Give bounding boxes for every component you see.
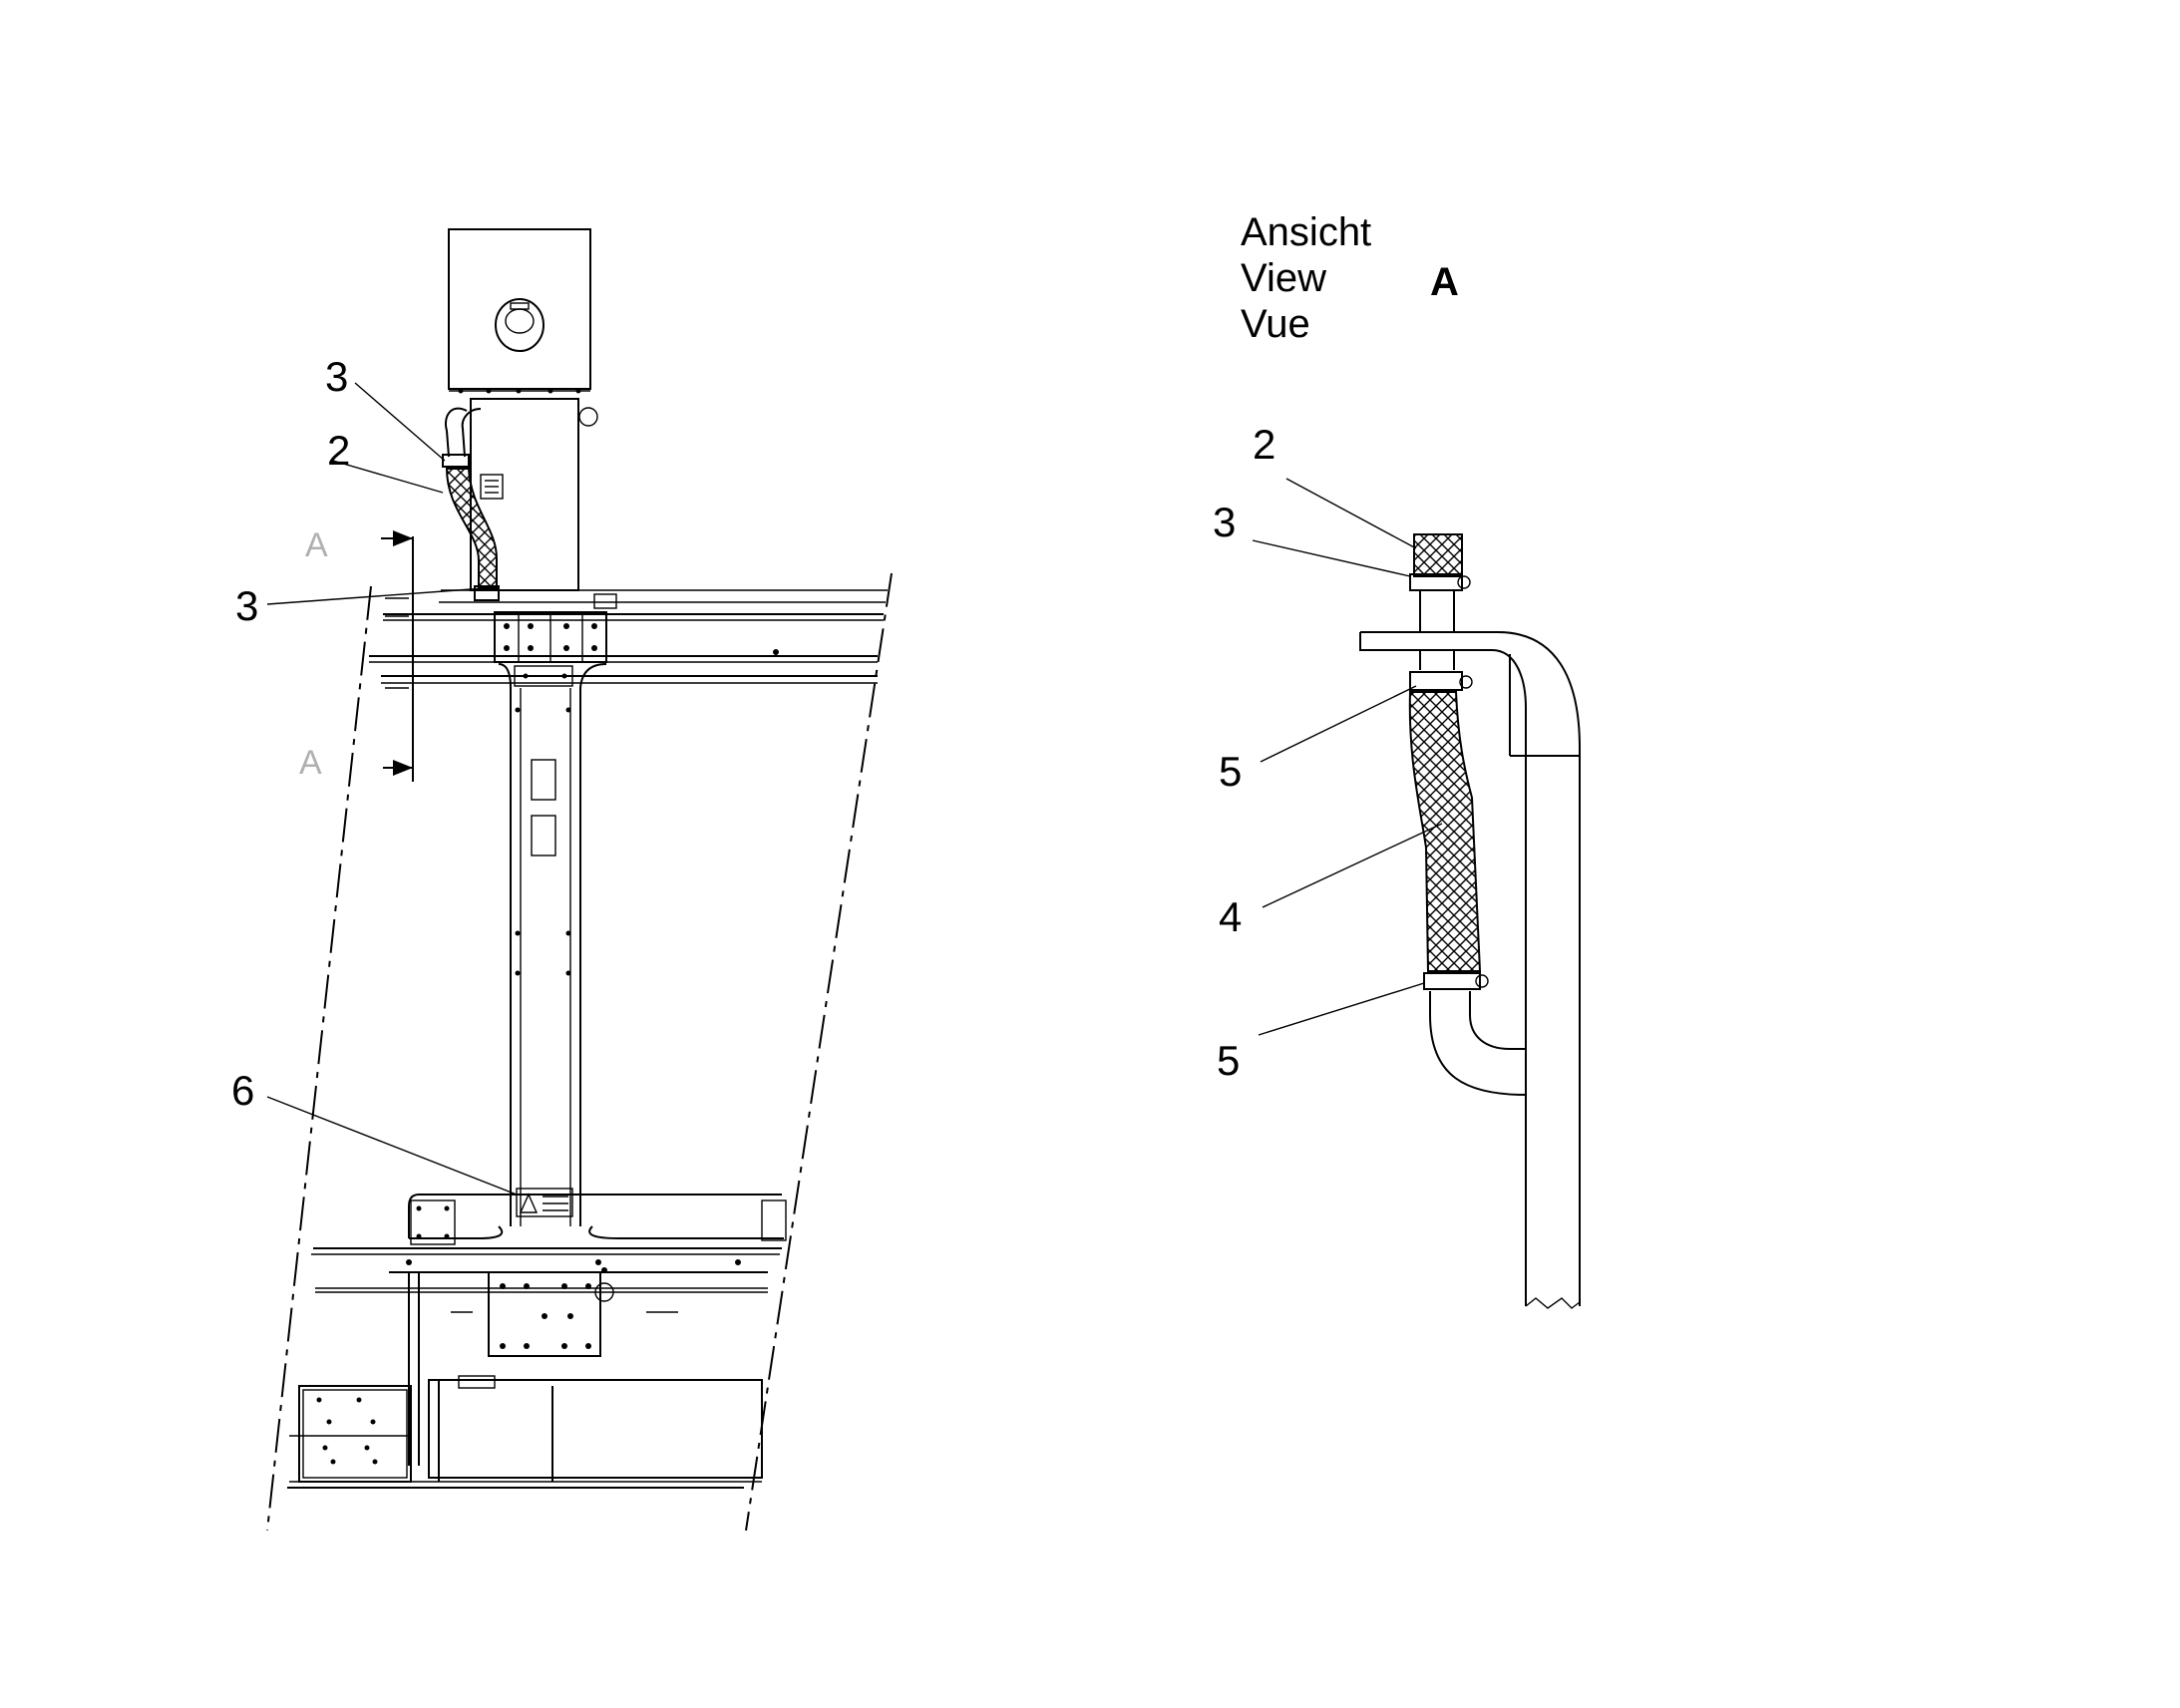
side-fitting bbox=[578, 407, 598, 427]
callout-6: 6 bbox=[231, 1067, 254, 1114]
callout-3-left: 3 bbox=[235, 582, 258, 629]
detail-callout-4: 4 bbox=[1219, 893, 1242, 940]
breather-hose bbox=[442, 407, 500, 601]
warning-label-bottom bbox=[516, 1188, 573, 1217]
section-line-a-a bbox=[381, 530, 414, 782]
section-mark-bottom: A bbox=[299, 744, 322, 782]
detail-leaders bbox=[1252, 478, 1443, 1036]
main-leaders bbox=[266, 382, 518, 1196]
detail-callout-5-bottom: 5 bbox=[1217, 1037, 1240, 1084]
right-break-line bbox=[745, 572, 893, 1532]
callout-2-top: 2 bbox=[327, 427, 350, 474]
filter-housing bbox=[448, 228, 591, 394]
main-view: 3 2 3 6 A A bbox=[231, 228, 893, 1532]
upper-frame-rails bbox=[369, 589, 888, 684]
view-title-fr: Vue bbox=[1241, 302, 1310, 346]
view-title-en: View bbox=[1241, 256, 1326, 300]
section-mark-top: A bbox=[305, 526, 328, 564]
bottom-frame bbox=[287, 1272, 763, 1489]
detail-view-a: Ansicht View Vue A bbox=[1213, 210, 1581, 1309]
vertical-column bbox=[498, 663, 607, 1226]
housing-bolts bbox=[458, 388, 581, 394]
tank-pipe bbox=[1359, 631, 1581, 1309]
lower-mounting-plate bbox=[451, 1271, 678, 1357]
detail-callout-2: 2 bbox=[1253, 421, 1275, 468]
view-letter: A bbox=[1430, 260, 1459, 304]
callout-3-top: 3 bbox=[325, 353, 348, 400]
detail-hose bbox=[1408, 533, 1527, 1096]
warning-label-top bbox=[480, 474, 504, 500]
left-break-line bbox=[266, 585, 372, 1532]
detail-callout-3: 3 bbox=[1213, 499, 1236, 545]
upper-mounting-plate bbox=[494, 593, 617, 663]
view-title-de: Ansicht bbox=[1241, 210, 1371, 254]
lower-frame bbox=[311, 1194, 787, 1293]
detail-callout-5-top: 5 bbox=[1219, 748, 1242, 795]
